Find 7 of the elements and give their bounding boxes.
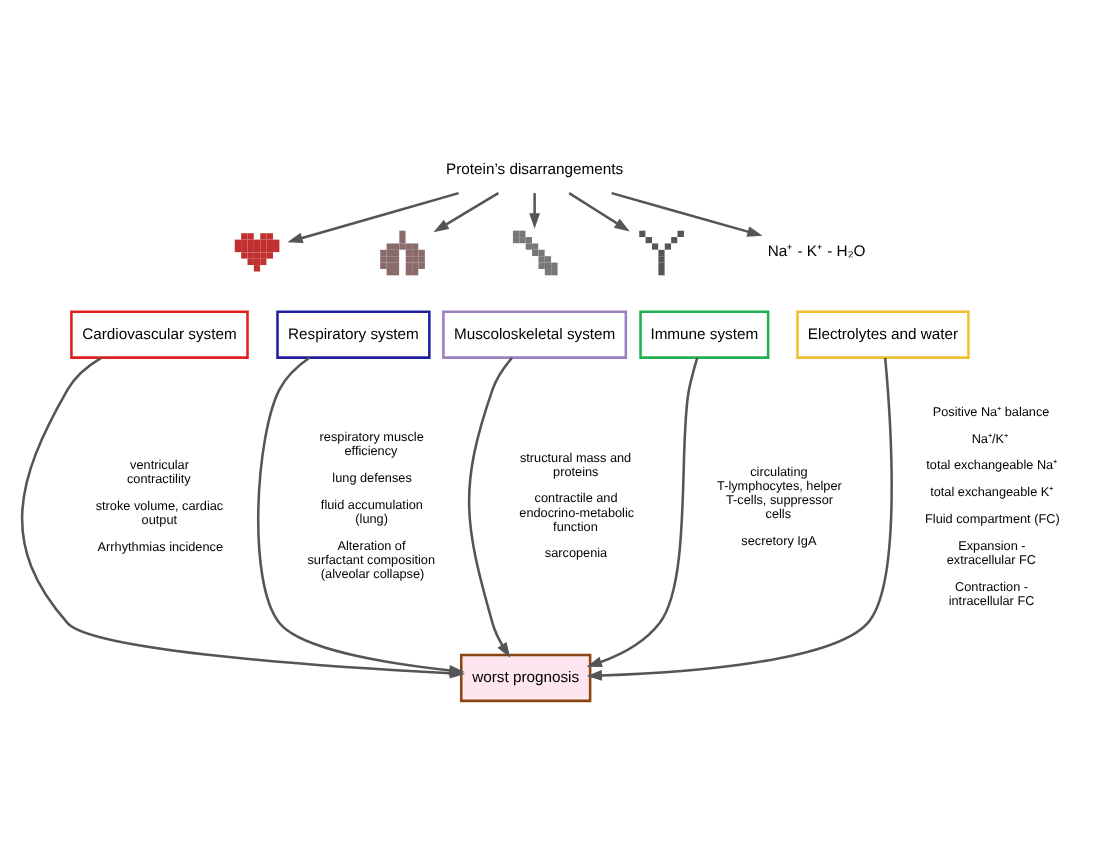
arrow (433, 191, 499, 232)
arrow (529, 192, 540, 228)
arrow (586, 356, 893, 680)
arrow (257, 355, 465, 675)
arrow (568, 191, 630, 231)
arrow (467, 356, 513, 657)
arrow (586, 356, 699, 667)
